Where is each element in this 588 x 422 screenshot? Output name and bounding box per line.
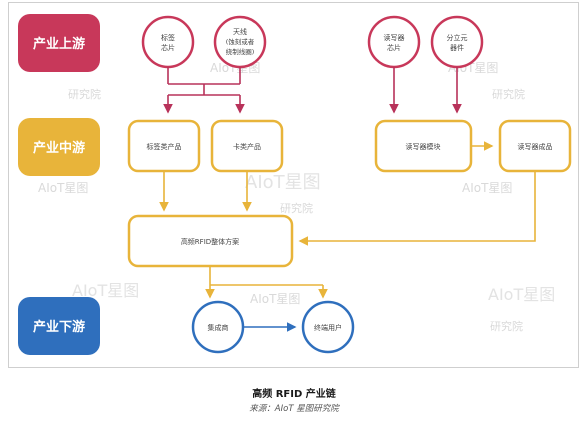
- watermark-brand: AIoT星图: [38, 181, 88, 195]
- node-tag-chip-line1: 标签: [161, 33, 175, 42]
- node-tag-chip: 标签 芯片: [141, 15, 195, 69]
- level-upstream: 产业上游: [18, 14, 100, 72]
- node-solution: 高频RFID整体方案: [127, 214, 294, 268]
- node-discrete-components: 分立元 器件: [430, 15, 484, 69]
- node-tag-chip-line2: 芯片: [161, 43, 175, 52]
- node-card-products: 卡类产品: [210, 119, 284, 173]
- upstream-connectors: [163, 67, 462, 114]
- node-reader-finished: 读写器成品: [498, 119, 572, 173]
- diagram-caption-title: 高频 RFID 产业链: [252, 389, 336, 400]
- node-reader-chip-line1: 读写器: [384, 33, 405, 42]
- level-midstream: 产业中游: [18, 118, 100, 176]
- diagram-frame: [8, 2, 579, 368]
- node-solution-label: 高频RFID整体方案: [181, 237, 239, 246]
- node-reader-chip: 读写器 芯片: [367, 15, 421, 69]
- node-reader-finished-label: 读写器成品: [518, 142, 553, 151]
- rfid-industry-chain-diagram: AIoT星图 研究院 AIoT星图 研究院 AIoT星图 AIoT星图 研究院 …: [18, 14, 572, 355]
- watermark-sub: 研究院: [492, 87, 525, 101]
- source-name: AIoT 星图研究院: [274, 404, 339, 414]
- diagram-caption-source: 来源：AIoT 星图研究院: [0, 402, 588, 414]
- node-antenna-line3: 绕制线圈): [226, 47, 255, 56]
- watermark-brand: AIoT星图: [462, 181, 512, 195]
- source-prefix: 来源：: [249, 404, 275, 414]
- node-end-user: 终端用户: [301, 300, 355, 354]
- watermark-sub: 研究院: [68, 87, 101, 101]
- level-upstream-label: 产业上游: [33, 36, 85, 52]
- node-integrator: 集成商: [191, 300, 245, 354]
- node-tag-products: 标签类产品: [127, 119, 201, 173]
- watermark-brand: AIoT星图: [488, 285, 555, 304]
- node-reader-chip-line2: 芯片: [387, 43, 401, 52]
- watermark-group: AIoT星图 研究院 AIoT星图 研究院 AIoT星图 AIoT星图 研究院 …: [38, 61, 555, 333]
- node-antenna-line2: (蚀刻或者: [226, 37, 255, 46]
- level-downstream-label: 产业下游: [33, 319, 85, 335]
- node-antenna: 天线 (蚀刻或者 绕制线圈): [213, 15, 267, 69]
- watermark-brand: AIoT星图: [245, 172, 321, 193]
- node-card-products-label: 卡类产品: [233, 142, 261, 151]
- node-discrete-line2: 器件: [450, 43, 464, 52]
- node-tag-products-label: 标签类产品: [147, 142, 182, 151]
- watermark-brand: AIoT星图: [250, 292, 300, 306]
- watermark-sub: 研究院: [280, 201, 313, 215]
- node-reader-module: 读写器模块: [374, 119, 473, 173]
- watermark-sub: 研究院: [490, 319, 523, 333]
- level-downstream: 产业下游: [18, 297, 100, 355]
- watermark-brand: AIoT星图: [72, 281, 139, 300]
- node-discrete-line1: 分立元: [447, 33, 468, 42]
- node-reader-module-label: 读写器模块: [406, 142, 441, 151]
- node-end-user-label: 终端用户: [314, 323, 342, 332]
- node-antenna-line1: 天线: [233, 27, 247, 36]
- level-midstream-label: 产业中游: [33, 140, 85, 156]
- midstream-connectors: [159, 141, 536, 299]
- node-integrator-label: 集成商: [208, 323, 229, 332]
